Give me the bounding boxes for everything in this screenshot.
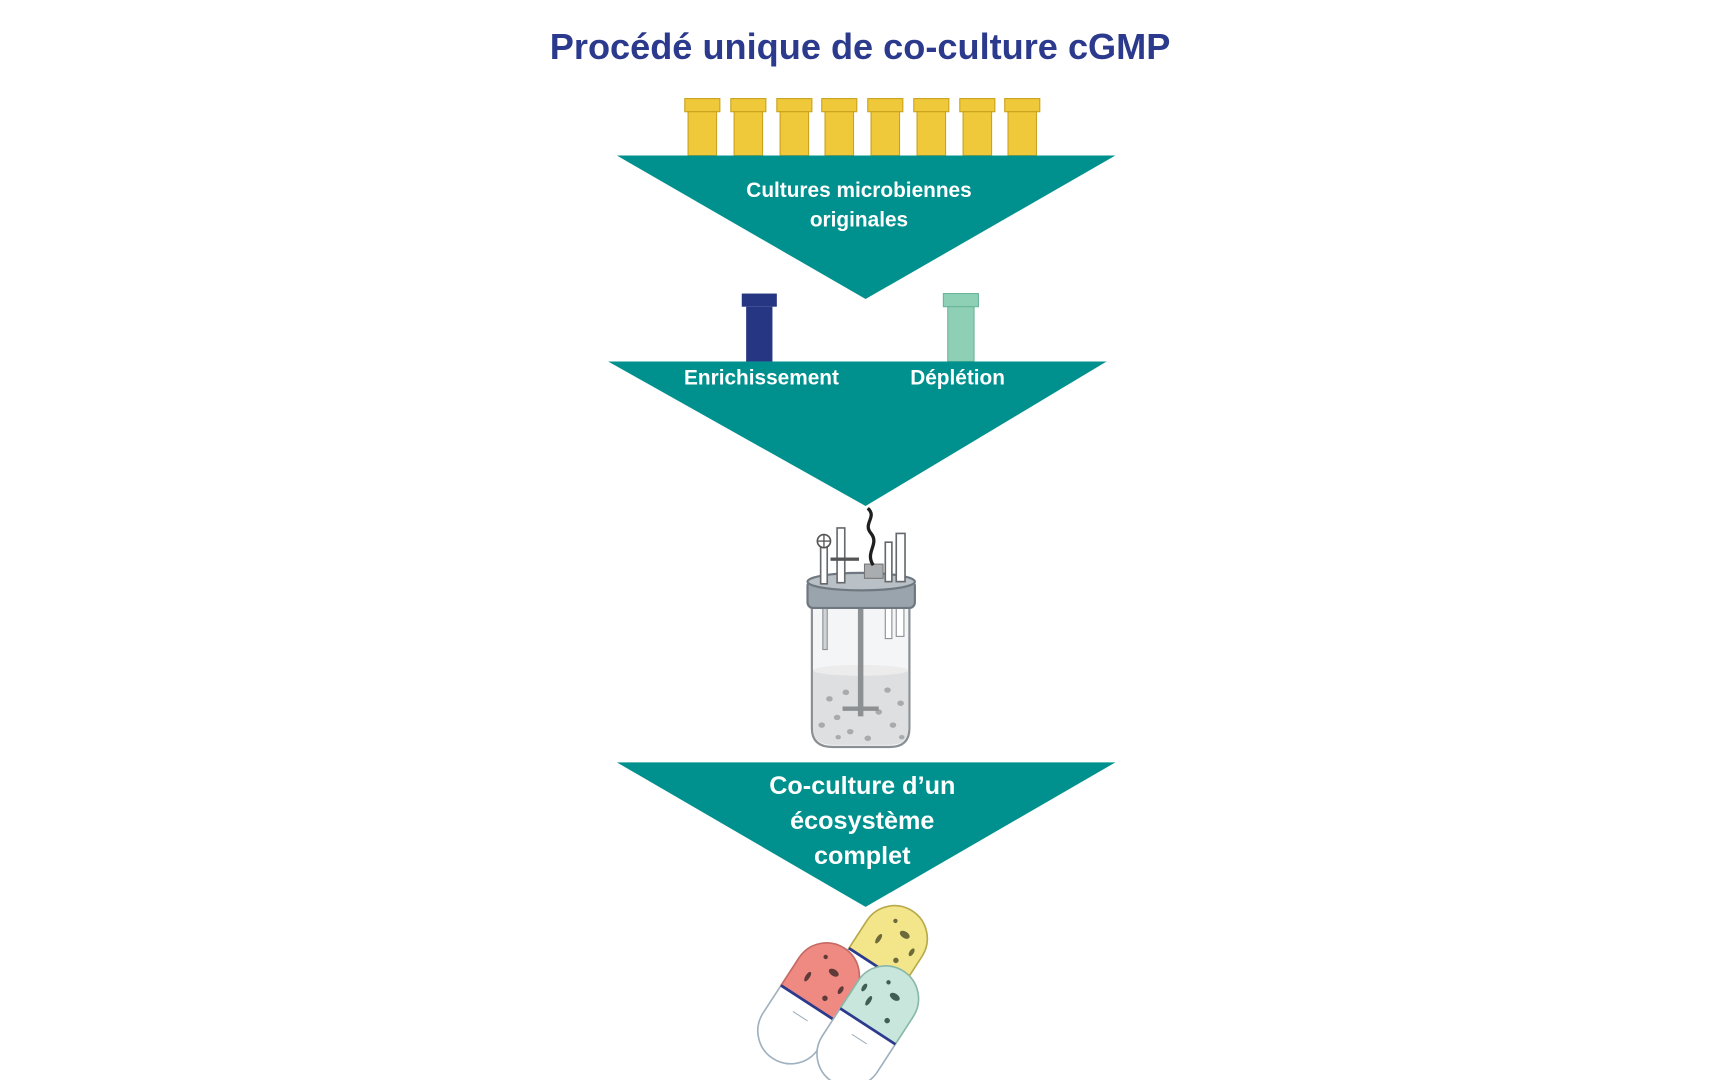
test-tube-icon	[1004, 98, 1041, 157]
stage-arrow-coculture: Co-culture d’un écosystème complet	[616, 762, 1116, 907]
test-tube-icon	[913, 98, 950, 157]
test-tube-icon	[942, 293, 979, 363]
test-tube-icon	[776, 98, 813, 157]
enrichment-label: Enrichissement	[684, 366, 839, 389]
culture-tubes	[684, 98, 1041, 157]
funnel-triangle	[608, 361, 1107, 507]
coculture-label-line-1: Co-culture d’un	[769, 772, 955, 800]
stage-arrow-selection: Enrichissement Déplétion	[608, 361, 1107, 507]
capsules	[757, 904, 929, 1080]
test-tube-icon	[867, 98, 904, 157]
capsule-icon	[816, 965, 920, 1080]
cultures-label-line-2: originales	[810, 209, 908, 232]
funnel-triangle	[616, 155, 1116, 300]
bioreactor-icon	[806, 507, 916, 749]
depletion-tube	[942, 293, 979, 363]
test-tube-icon	[741, 293, 777, 362]
coculture-label-line-3: complet	[814, 842, 911, 870]
test-tube-icon	[684, 98, 721, 157]
test-tube-icon	[959, 98, 996, 157]
depletion-label: Déplétion	[910, 366, 1005, 389]
test-tube-icon	[730, 98, 767, 157]
stage-arrow-cultures: Cultures microbiennes originales	[616, 155, 1116, 300]
funnel-triangle	[616, 762, 1116, 907]
coculture-label-line-2: écosystème	[790, 807, 934, 835]
test-tube-icon	[821, 98, 858, 157]
enrichment-tube	[741, 293, 777, 362]
cultures-label-line-1: Cultures microbiennes	[746, 179, 971, 202]
diagram-title: Procédé unique de co-culture cGMP	[550, 26, 1171, 67]
